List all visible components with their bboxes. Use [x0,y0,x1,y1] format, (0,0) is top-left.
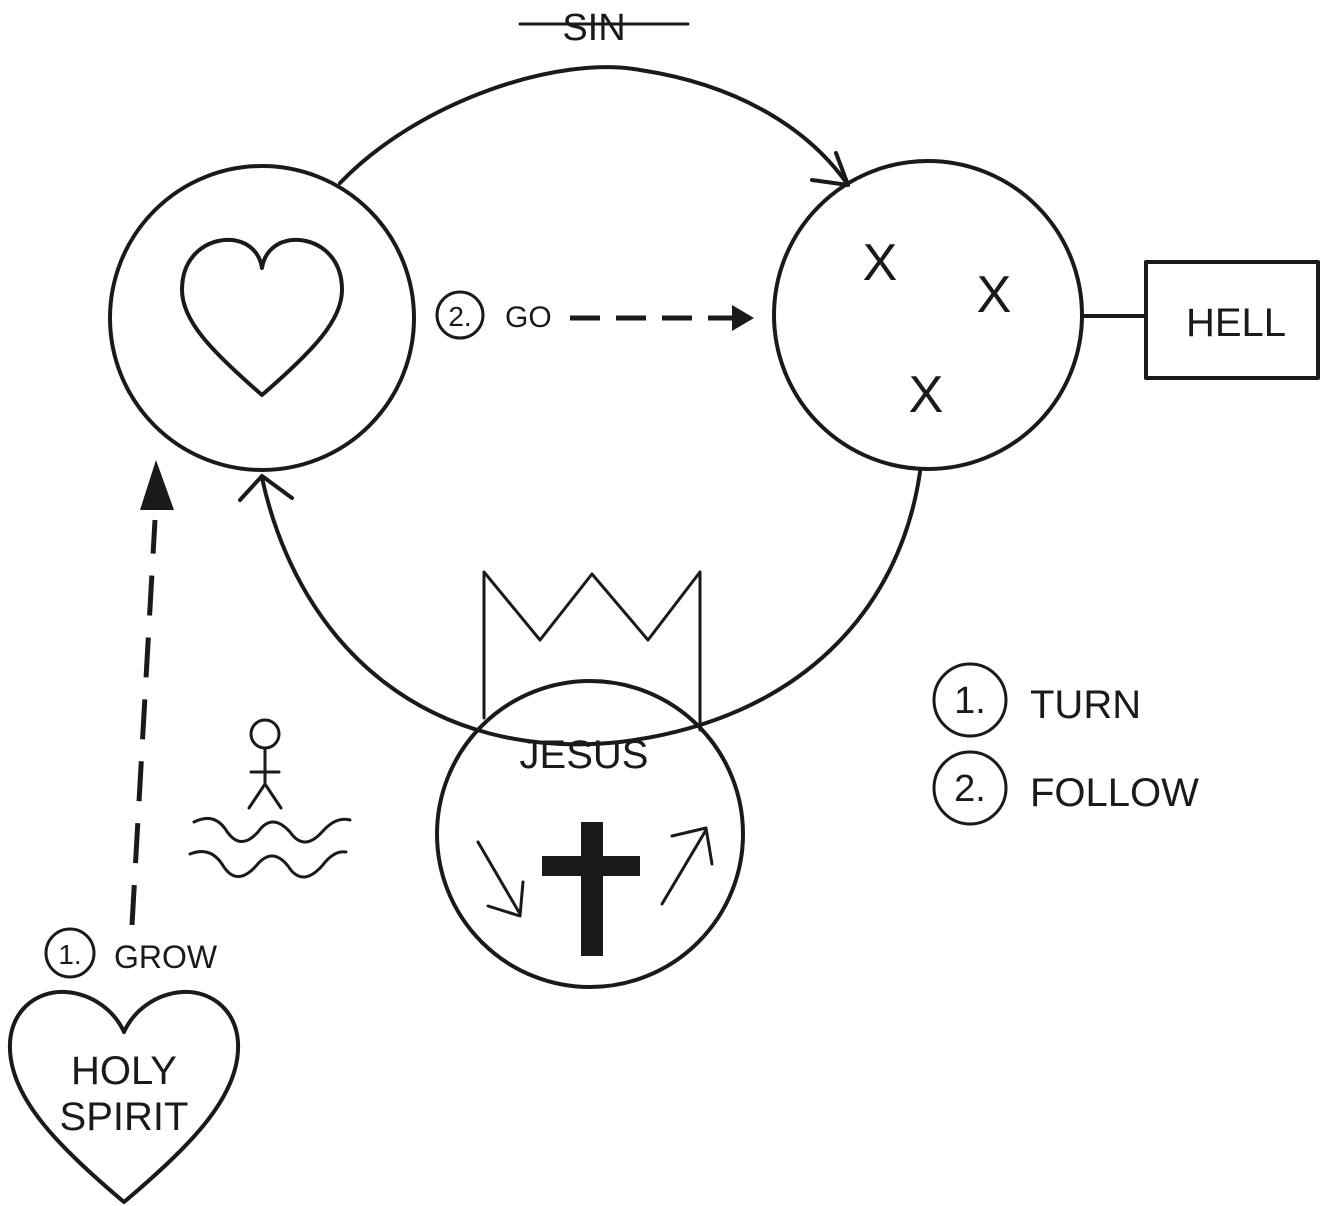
turn-number-circle [932,662,1008,738]
hell-label: HELL [1186,301,1286,345]
hell-box [1144,260,1320,380]
sin-arc [338,65,850,187]
go-label: GO [505,301,552,334]
grow-arrowhead [140,460,174,510]
water-waves-icon [192,816,352,844]
up-arrow-icon [660,828,708,906]
follow-label: FOLLOW [1030,771,1199,815]
grow-number-circle [44,927,96,979]
stick-figure-leg-left [247,782,267,810]
heart-circle [108,164,416,472]
holy-spirit-heart-icon [7,989,241,1204]
x-mark: X [909,366,944,424]
follow-number: 2. [954,768,986,810]
stick-figure-leg-right [263,782,283,810]
cross-icon [581,822,603,956]
down-arrow-icon [476,840,522,916]
go-number: 2. [448,301,471,332]
down-arrow-head [486,880,525,918]
jesus-label: JESUS [520,733,649,777]
stick-figure-icon [249,718,281,750]
follow-number-circle [932,750,1008,826]
grow-label: GROW [114,939,218,975]
up-arrow-head [670,826,714,866]
water-waves-lower [188,850,348,879]
spirit-label: SPIRIT [60,1095,189,1139]
x-mark: X [863,234,898,292]
crown-icon [482,570,702,732]
turn-number: 1. [954,680,986,722]
return-arc-arrowhead [238,474,294,502]
holy-label: HOLY [71,1049,177,1093]
heart-icon [180,237,344,397]
go-number-circle [435,290,485,340]
turn-label: TURN [1030,683,1141,727]
jesus-circle [435,679,745,989]
return-arc [260,470,922,747]
x-mark: X [977,266,1012,324]
sin-label: SIN [562,7,625,49]
go-arrowhead [732,305,754,331]
cross-beam [542,856,640,876]
grow-number: 1. [58,939,81,970]
grow-dashed-arrow [129,519,158,926]
